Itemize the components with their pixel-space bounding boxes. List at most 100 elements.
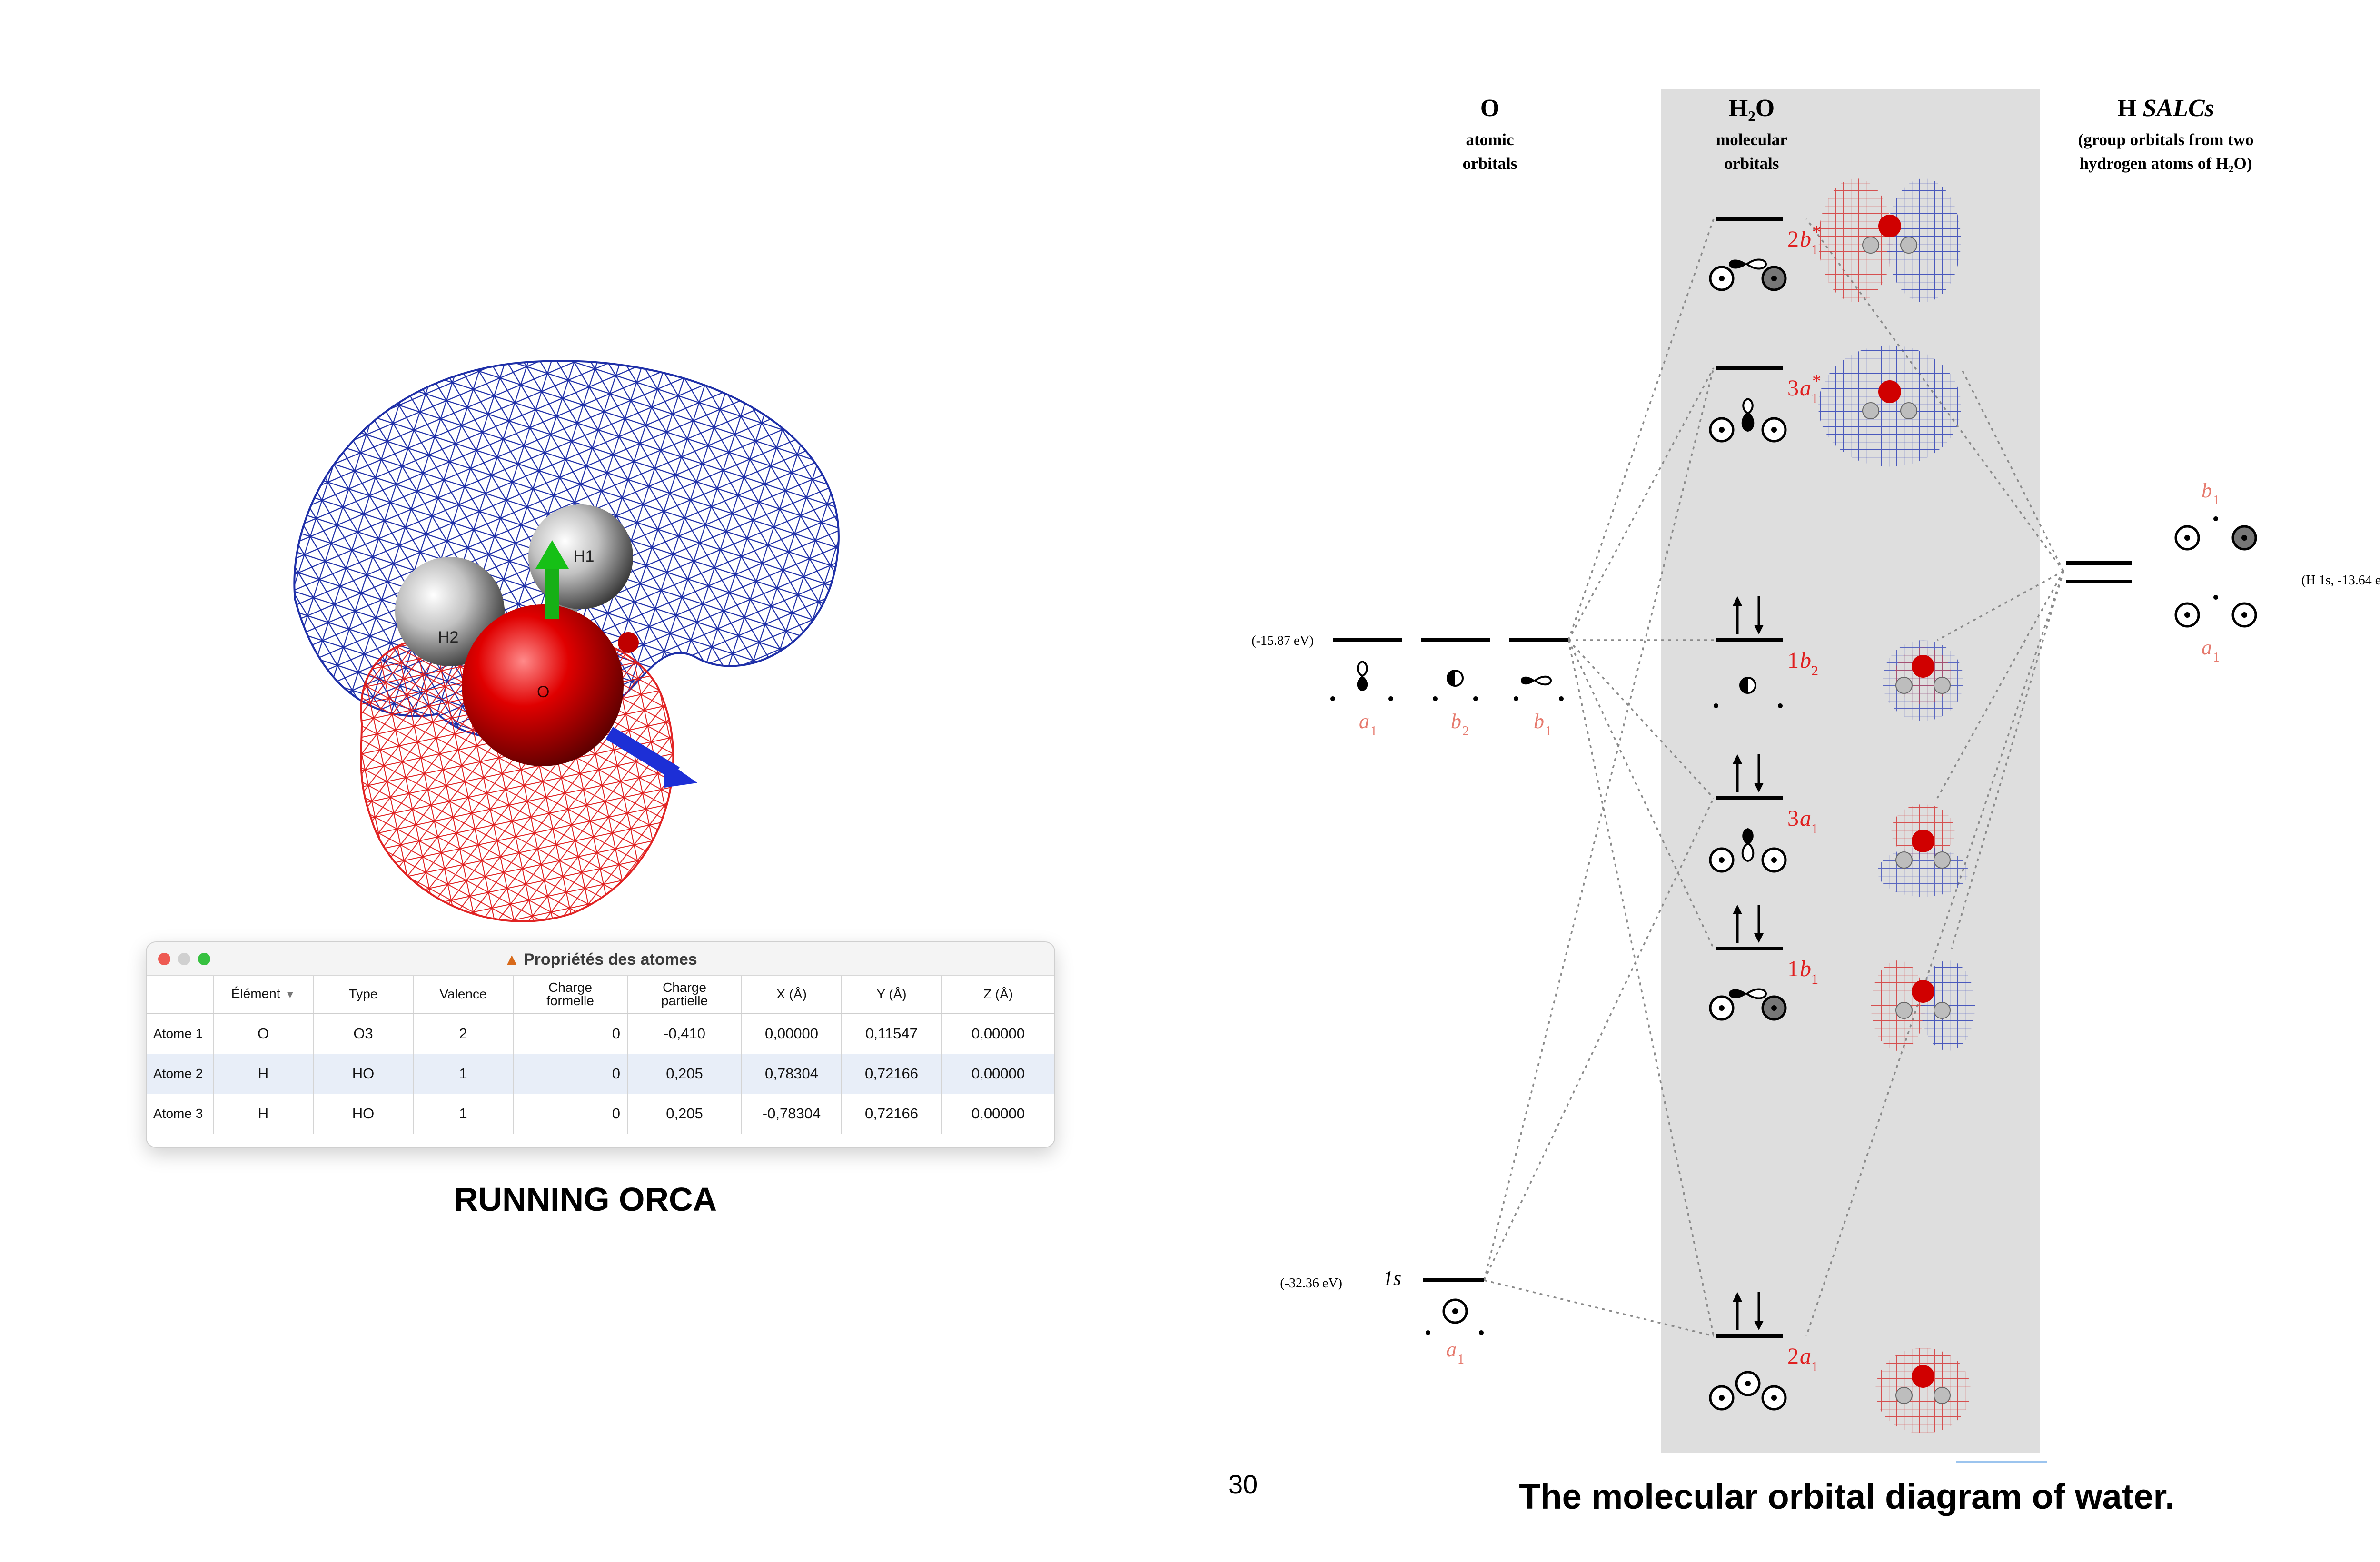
salc-lower-label: a	[2202, 636, 2212, 659]
mo-label-sym: a	[1800, 376, 1811, 401]
table-cell[interactable]: 0,205	[627, 1054, 742, 1094]
mo-hydrogen-atom	[1934, 1387, 1951, 1404]
salc-upper-label: b	[2202, 479, 2212, 502]
mo-h-glyph-dot	[1771, 1005, 1777, 1011]
correlation-line-salc	[1936, 571, 2064, 799]
mo-label-sym: b	[1800, 648, 1811, 673]
mo-isosurface-red	[1818, 178, 1893, 302]
window-titlebar: ▲Propriétés des atomes	[147, 942, 1054, 976]
table-cell[interactable]: 0	[513, 1013, 628, 1054]
column-header-8[interactable]: Z (Å)	[942, 976, 1054, 1014]
table-cell[interactable]: HO	[313, 1054, 414, 1094]
mo-isosurface-blue	[1878, 847, 1968, 897]
mo-p-glyph	[1745, 988, 1767, 999]
mo-p-glyph	[1742, 397, 1754, 415]
table-cell[interactable]: O3	[313, 1013, 414, 1054]
mo-h-glyph-dot	[1771, 427, 1777, 433]
o-header-title: O	[1480, 95, 1500, 122]
mo-label-sub: 1	[1811, 391, 1818, 406]
nucleus-dot	[2213, 595, 2218, 600]
h2o-mo-column-background	[1661, 89, 2040, 1453]
mo-p-glyph	[1740, 678, 1748, 693]
mo-label-num: 3	[1787, 806, 1799, 831]
nucleus-dot	[1778, 703, 1783, 708]
table-cell[interactable]: 0,78304	[742, 1054, 842, 1094]
spin-up-arrow-head	[1733, 596, 1742, 606]
table-cell[interactable]: 0	[513, 1054, 628, 1094]
salc-a1-glyph-dot	[2241, 612, 2247, 618]
table-cell[interactable]: 0,72166	[842, 1094, 942, 1134]
table-cell[interactable]: H	[213, 1054, 314, 1094]
table-cell[interactable]: -0,410	[627, 1013, 742, 1054]
correlation-line-o2p	[1567, 640, 1715, 949]
column-header-1[interactable]: Élément▼	[213, 976, 314, 1014]
h2o-header-sub1: molecular	[1716, 130, 1787, 149]
o-2p-symmetry-sub: 1	[1370, 724, 1377, 739]
nucleus-dot	[1433, 696, 1438, 701]
table-cell[interactable]: Atome 2	[147, 1054, 214, 1094]
column-header-3[interactable]: Valence	[413, 976, 514, 1014]
table-cell[interactable]: 0,72166	[842, 1054, 942, 1094]
column-header-7[interactable]: Y (Å)	[842, 976, 942, 1014]
table-cell[interactable]: H	[213, 1094, 314, 1134]
mo-hydrogen-atom	[1862, 237, 1879, 254]
spin-down-arrow-head	[1754, 933, 1764, 943]
table-cell[interactable]: Atome 1	[147, 1013, 214, 1054]
correlation-line-o2p	[1567, 640, 1715, 1336]
mo-hydrogen-atom	[1895, 677, 1913, 694]
table-cell[interactable]: 1	[413, 1094, 514, 1134]
correlation-line-o2s	[1483, 367, 1715, 1281]
nucleus-dot	[2213, 516, 2218, 521]
atom-o[interactable]	[462, 604, 624, 766]
nucleus-dot	[1426, 1330, 1430, 1335]
window-title-text: Propriétés des atomes	[523, 950, 697, 969]
table-cell[interactable]: 0,205	[627, 1094, 742, 1134]
h2o-header-sub2: orbitals	[1724, 154, 1779, 173]
mo-label-sub: 1	[1811, 242, 1818, 257]
mo-h-glyph-dot	[1771, 857, 1777, 863]
salc-lower-sub: 1	[2213, 650, 2220, 665]
mo-p-glyph	[1742, 828, 1754, 845]
mo-hydrogen-atom	[1900, 237, 1917, 254]
table-cell[interactable]: O	[213, 1013, 314, 1054]
table-cell[interactable]: 0,00000	[971, 1025, 1025, 1042]
table-cell[interactable]: -0,78304	[742, 1094, 842, 1134]
table-cell[interactable]: 1	[413, 1054, 514, 1094]
sort-desc-icon[interactable]: ▼	[285, 989, 296, 1000]
correlation-line-salc	[1951, 571, 2064, 949]
o-2p-symmetry-label: b	[1451, 710, 1461, 733]
table-cell[interactable]: 0	[513, 1094, 628, 1134]
table-cell[interactable]: 0,00000	[742, 1013, 842, 1054]
table-cell[interactable]: HO	[313, 1094, 414, 1134]
close-button[interactable]	[158, 953, 170, 965]
correlation-line-salc	[1805, 218, 2064, 572]
o-header-sub2: orbitals	[1462, 154, 1517, 173]
table-cell[interactable]: 0,00000	[942, 1054, 1054, 1094]
column-header-6[interactable]: X (Å)	[742, 976, 842, 1014]
table-cell[interactable]: 2	[413, 1013, 514, 1054]
salc-a1-glyph-dot	[2184, 612, 2190, 618]
column-header-0[interactable]	[147, 976, 214, 1014]
o-2p-b1-glyph	[1521, 676, 1535, 685]
zoom-button[interactable]	[198, 953, 210, 965]
column-header-2[interactable]: Type	[313, 976, 414, 1014]
energy-label-o2p: (-15.87 eV)	[1251, 633, 1314, 648]
table-cell[interactable]: Atome 3	[147, 1094, 214, 1134]
mo-label-num: 1	[1787, 956, 1799, 981]
mo-h-glyph-dot	[1745, 1381, 1751, 1386]
mo-label-num: 3	[1787, 376, 1799, 401]
table-cell[interactable]: 0,00000	[971, 1105, 1025, 1122]
mo-label-sym: a	[1800, 1344, 1811, 1369]
minimize-button[interactable]	[178, 953, 190, 965]
o-2s-symmetry-label: a	[1446, 1338, 1457, 1361]
o-2p-a1-glyph	[1357, 676, 1368, 691]
mo-label-sub: 1	[1811, 821, 1818, 837]
mo-label-star: *	[1812, 371, 1821, 391]
table-cell[interactable]: 0,11547	[842, 1013, 942, 1054]
